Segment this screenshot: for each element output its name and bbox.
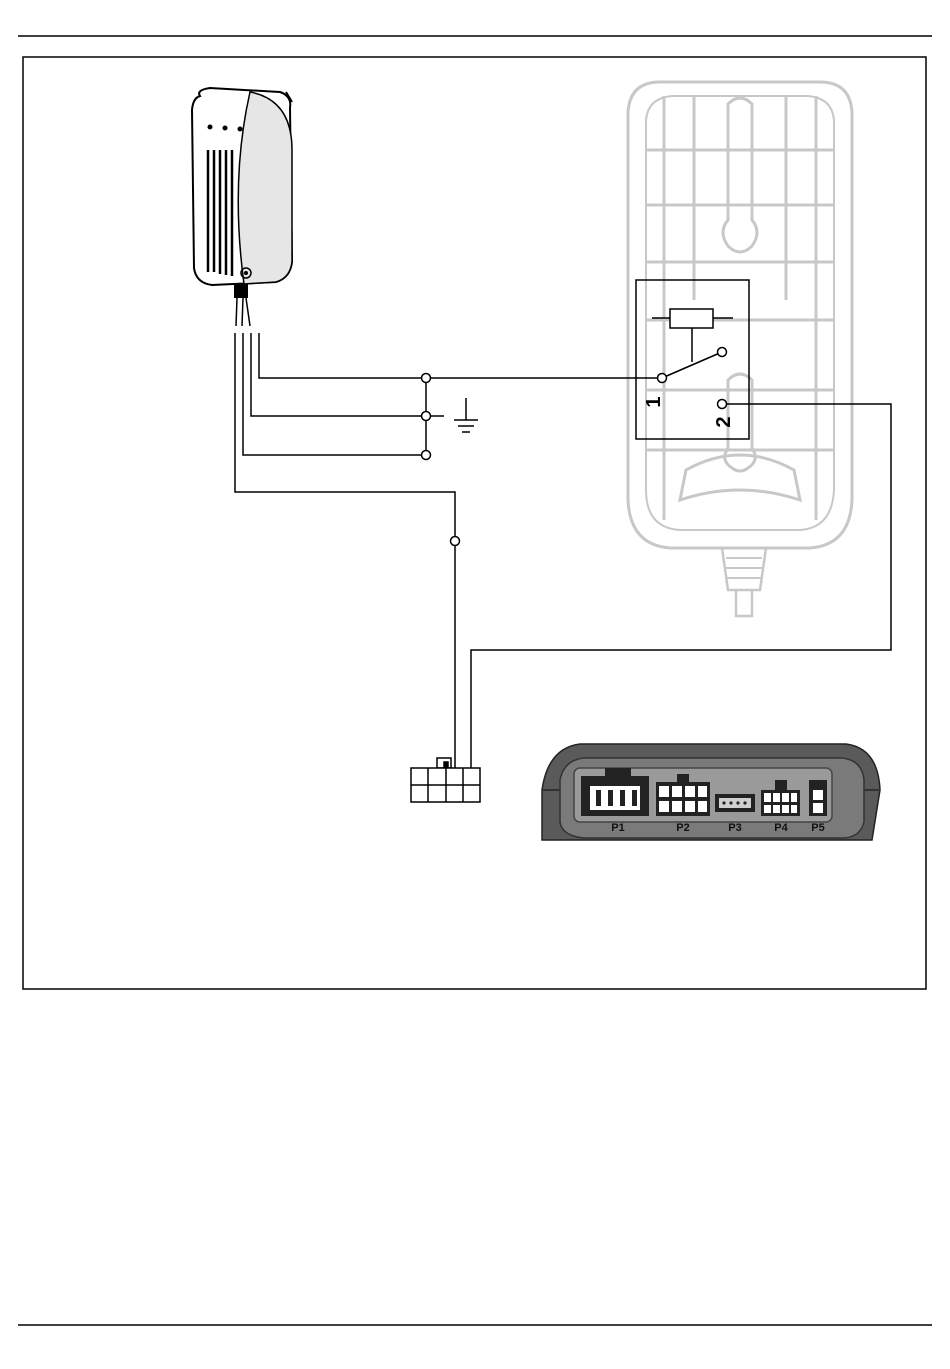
port-label-p4: P4 xyxy=(774,822,788,834)
relay-terminal-2-label: 2 xyxy=(713,416,735,427)
relay-module: 1 2 xyxy=(636,280,749,439)
wiring xyxy=(235,333,891,768)
relay-terminal-no xyxy=(718,348,727,357)
wiring-connector xyxy=(411,758,480,802)
junction-points xyxy=(422,374,460,546)
wire-supply xyxy=(235,333,455,768)
relay-terminal-2 xyxy=(718,400,727,409)
relay-terminal-1-label: 1 xyxy=(643,396,665,407)
wire-third xyxy=(243,333,426,455)
port-label-p1: P1 xyxy=(611,822,624,834)
ground-symbol-icon xyxy=(454,398,478,432)
wire-relay-output xyxy=(471,404,891,768)
port-label-p3: P3 xyxy=(728,822,741,834)
figure-frame xyxy=(23,57,926,989)
port-label-p2: P2 xyxy=(676,822,689,834)
wire-signal xyxy=(259,333,662,378)
gas-detector-icon xyxy=(192,88,292,326)
relay-terminal-common xyxy=(658,374,667,383)
control-unit-icon: P1 P2 P3 P4 P5 xyxy=(542,744,880,840)
mounting-bracket xyxy=(628,82,852,616)
wire-ground xyxy=(251,333,426,416)
port-label-p5: P5 xyxy=(811,822,824,834)
